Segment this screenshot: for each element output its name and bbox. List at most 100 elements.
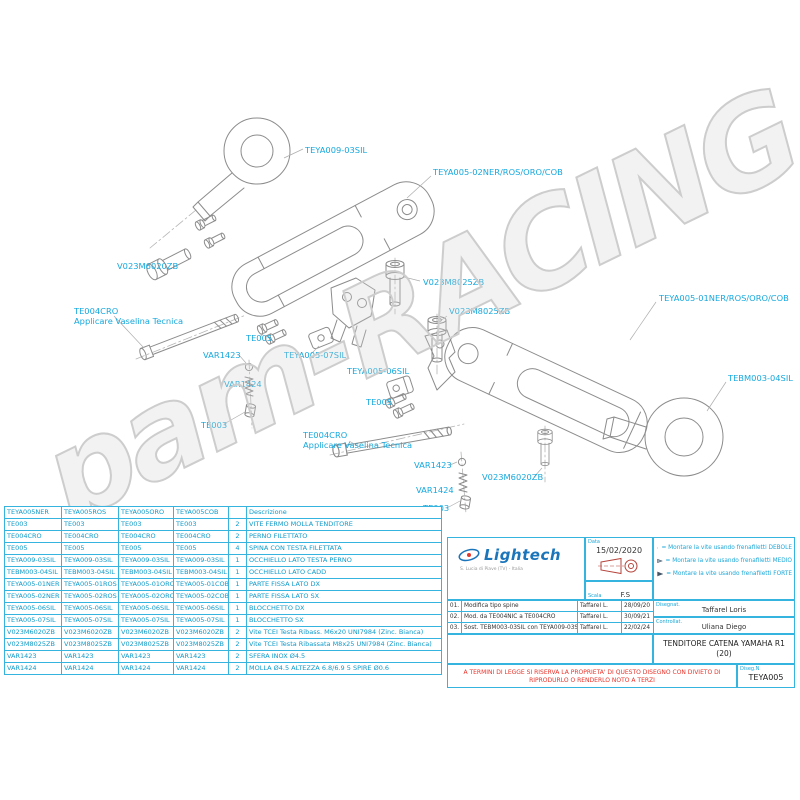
- parts-table-cell: VAR1424: [4, 662, 62, 675]
- part-pin-te005-2: [202, 230, 227, 250]
- parts-table-cell: Vite TCEI Testa Ribassata M8x25 UNI7984 …: [246, 638, 442, 651]
- scale-label: Scala: [588, 593, 602, 599]
- parts-table-cell: VAR1423: [61, 650, 119, 663]
- frenafiletti-medio-icon: [657, 558, 663, 564]
- scale-value: F.S: [620, 591, 631, 599]
- part-label: V023M6020ZB: [117, 261, 178, 271]
- parts-table-cell: TE003: [4, 518, 62, 531]
- parts-table-cell: PARTE FISSA LATO DX: [246, 578, 442, 591]
- drawn-by-cell: Disegnat. Taffarel Loris: [653, 600, 795, 617]
- part-label: V023M6020ZB: [482, 472, 543, 482]
- parts-table-cell: VAR1423: [173, 650, 229, 663]
- parts-table-cell: TEYA005-07SIL: [173, 614, 229, 627]
- parts-table-cell: 1: [228, 602, 247, 615]
- revision-cell: 30/09/21: [621, 611, 653, 623]
- parts-table-cell: MOLLA Ø4.5 ALTEZZA 6.8/6.9 5 SPIRE Ø0.6: [246, 662, 442, 675]
- parts-table-header: TEYA005ORO: [118, 506, 174, 519]
- part-eyelet-top: [192, 117, 291, 222]
- center-lines: [135, 209, 546, 515]
- revision-cell: 28/09/20: [621, 600, 653, 612]
- parts-table-cell: 1: [228, 578, 247, 591]
- revision-cell: 02.: [447, 611, 462, 623]
- part-block-sx: [308, 326, 334, 350]
- parts-table-cell: 2: [228, 650, 247, 663]
- parts-table-cell: OCCHIELLO LATO TESTA PERNO: [246, 554, 442, 567]
- note-line: = Montare la vite usando frenafiletti ME…: [657, 557, 792, 565]
- parts-table-cell: TEYA009-03SIL: [61, 554, 119, 567]
- parts-table-cell: TE004CRO: [118, 530, 174, 543]
- parts-table-cell: 1: [228, 614, 247, 627]
- parts-table-cell: TEYA005-02ORO: [118, 590, 174, 603]
- parts-table-cell: V023M8025ZB: [173, 638, 229, 651]
- part-label-note: Applicare Vaselina Tecnica: [303, 440, 412, 450]
- parts-table-cell: TE004CRO: [4, 530, 62, 543]
- part-label: TE005: [365, 397, 392, 407]
- parts-table-cell: BLOCCHETTO SX: [246, 614, 442, 627]
- part-label: TE004CRO: [302, 430, 348, 440]
- parts-table-cell: TEBM003-04SIL: [4, 566, 62, 579]
- part-label: TEYA005-01NER/ROS/ORO/COB: [658, 293, 789, 303]
- drawing-number-value: TEYA005: [748, 673, 784, 682]
- parts-table-cell: V023M8025ZB: [118, 638, 174, 651]
- date-label: Data: [588, 539, 600, 545]
- parts-table-cell: VAR1423: [4, 650, 62, 663]
- parts-table-cell: TEYA009-03SIL: [4, 554, 62, 567]
- part-bracket-sx: [330, 277, 376, 348]
- parts-table-cell: TEYA009-03SIL: [173, 554, 229, 567]
- part-label: V023M8025ZB: [449, 306, 510, 316]
- part-label: V023M8025ZB: [423, 277, 484, 287]
- parts-table-header: TEYA005NER: [4, 506, 62, 519]
- part-body-sx: [231, 181, 435, 317]
- parts-table-cell: VITE FERMO MOLLA TENDITORE: [246, 518, 442, 531]
- parts-table-cell: TE005: [118, 542, 174, 555]
- parts-table-cell: V023M6020ZB: [173, 626, 229, 639]
- scale-cell: Scala F.S: [585, 581, 653, 600]
- parts-table-cell: 2: [228, 638, 247, 651]
- parts-table-cell: 1: [228, 566, 247, 579]
- parts-table-cell: TEYA005-02ROS: [61, 590, 119, 603]
- parts-table-cell: 4: [228, 542, 247, 555]
- parts-table-cell: V023M8025ZB: [61, 638, 119, 651]
- part-eyelet-bottom: [602, 397, 724, 477]
- part-label: VAR1423: [414, 460, 452, 470]
- date-cell: Data 15/02/2020: [585, 537, 653, 581]
- empty-cell: [447, 634, 653, 664]
- parts-table-cell: VAR1424: [118, 662, 174, 675]
- parts-table-header: Descrizione: [246, 506, 442, 519]
- parts-table-cell: TEYA005-01ORO: [118, 578, 174, 591]
- part-fork-dx: [424, 329, 456, 391]
- note-text: = Montare la vite usando frenafiletti FO…: [666, 571, 792, 577]
- revision-cell: Sost. TEBM003-03SIL con TEYA009-03SIL: [461, 622, 578, 634]
- parts-table-cell: TE004CRO: [61, 530, 119, 543]
- parts-table-cell: V023M6020ZB: [118, 626, 174, 639]
- parts-table-cell: TEBM003-04SIL: [61, 566, 119, 579]
- parts-table-cell: TEYA005-07SIL: [4, 614, 62, 627]
- parts-table-cell: 2: [228, 662, 247, 675]
- drawing-number-cell: Diseg.N TEYA005: [737, 664, 795, 688]
- parts-table-cell: 2: [228, 518, 247, 531]
- parts-table-cell: SPINA CON TESTA FILETTATA: [246, 542, 442, 555]
- part-label: TE003: [200, 420, 227, 430]
- parts-table-cell: 1: [228, 590, 247, 603]
- parts-table-cell: TEYA005-01COB: [173, 578, 229, 591]
- date-value: 15/02/2020: [595, 546, 643, 555]
- part-label-note: Applicare Vaselina Tecnica: [74, 316, 183, 326]
- revision-cell: 03.: [447, 622, 462, 634]
- part-pin-te005-1: [193, 212, 218, 232]
- parts-table-cell: 1: [228, 554, 247, 567]
- drawn-by-label: Disegnat.: [656, 602, 680, 608]
